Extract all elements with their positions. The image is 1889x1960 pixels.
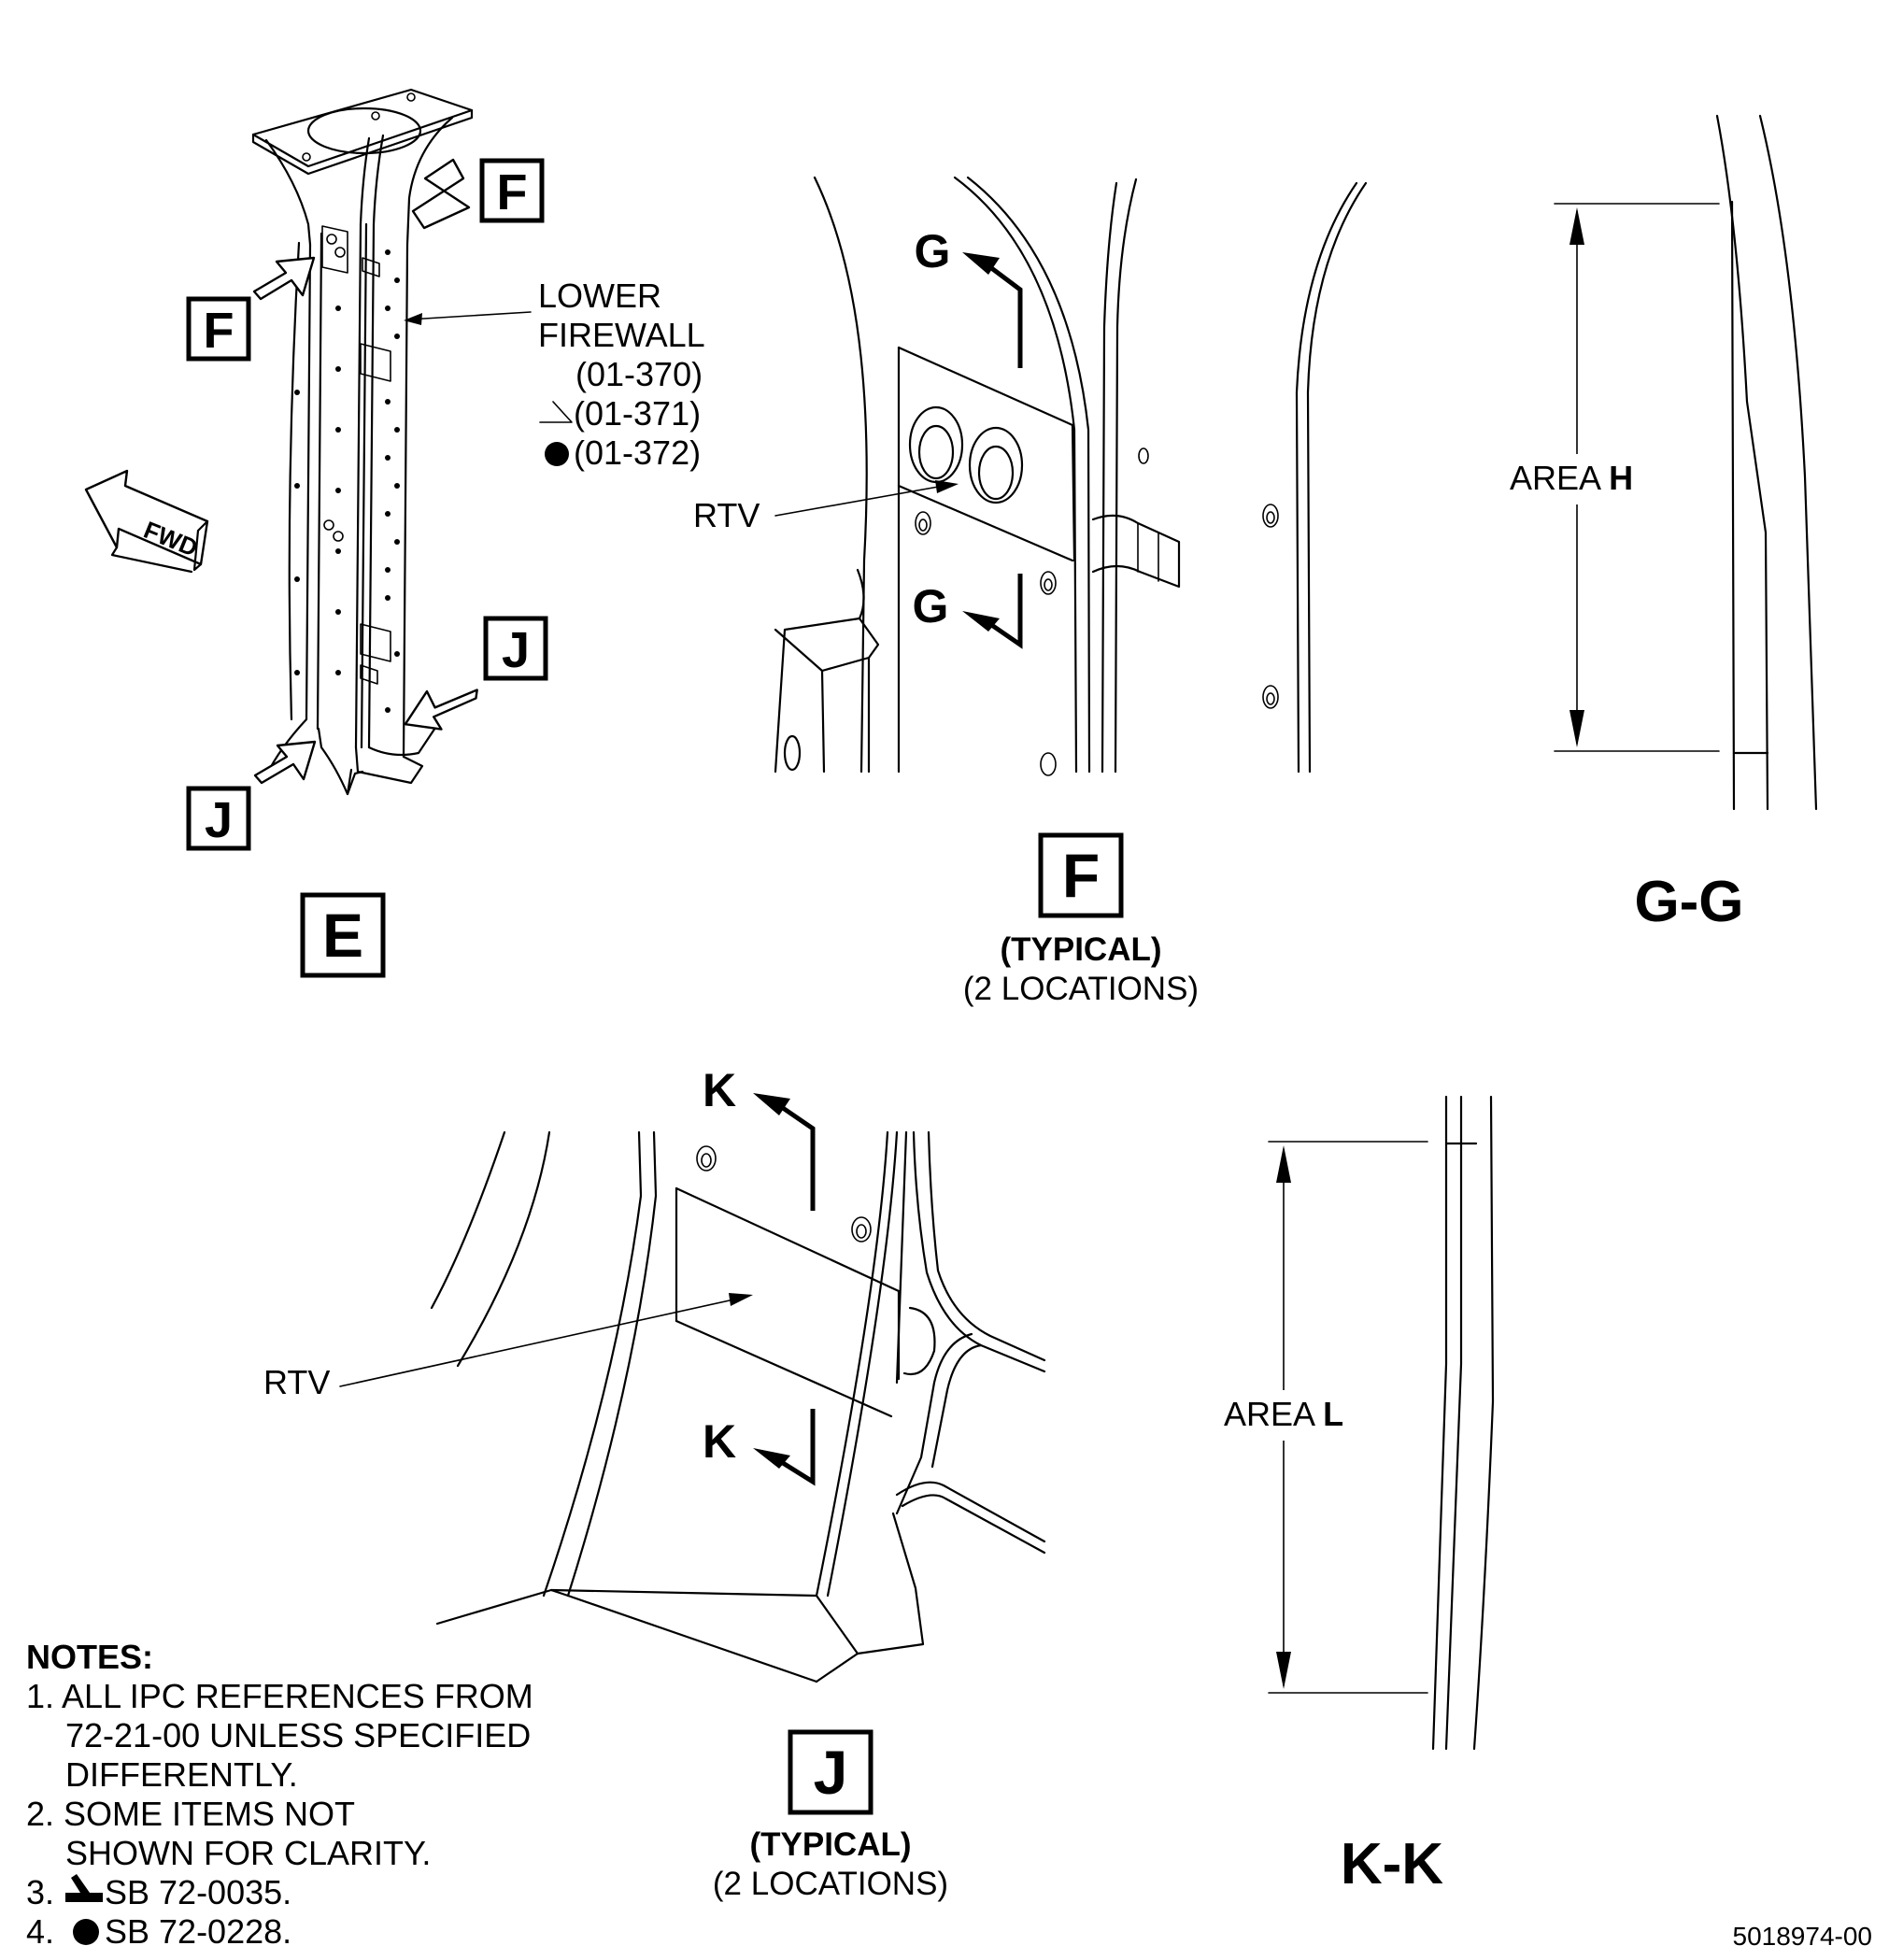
note-3-flag-icon: [65, 1874, 103, 1902]
section-cut-g-bottom: G: [913, 580, 949, 632]
callout-box-j-left: [186, 786, 251, 851]
view-label-box-f: [1038, 832, 1124, 918]
ipc-ref-01-371: (01-371): [574, 394, 701, 433]
callout-arrow-j-left: [253, 740, 317, 785]
svg-text:J: J: [205, 792, 233, 848]
view-label-e: E: [322, 901, 363, 970]
view-f-typical: (TYPICAL): [1000, 931, 1161, 968]
ipc-ref-01-370: (01-370): [575, 355, 703, 393]
area-h-label: AREA H: [1510, 459, 1633, 497]
section-gg-group: AREA H G-G: [1495, 114, 1818, 934]
callout-arrow-f-right: [411, 158, 471, 230]
section-cut-k-bottom: K: [703, 1415, 736, 1468]
view-f-group: G G RTV F (TYPICAL) (2 LOCATIONS): [693, 176, 1368, 1007]
view-j-group: K K RTV J (TYPICAL) (2 LOCATIONS): [263, 1064, 1046, 1902]
view-j-typical: (TYPICAL): [749, 1826, 911, 1863]
view-label-box-e: [300, 892, 386, 978]
callout-arrow-j-right: [404, 689, 478, 731]
section-gg-title: G-G: [1634, 870, 1743, 934]
section-kk-group: AREA L K-K: [1216, 1095, 1495, 1896]
fwd-arrow: [84, 469, 209, 574]
note-1-line3: DIFFERENTLY.: [65, 1755, 298, 1794]
view-f-locations: (2 LOCATIONS): [963, 971, 1199, 1007]
note-3-text: SB 72-0035.: [105, 1873, 291, 1911]
view-f-structure: [774, 176, 1368, 776]
rtv-label-j: RTV: [263, 1363, 330, 1401]
note-4-dot-icon: [545, 442, 569, 466]
notes-heading: NOTES:: [26, 1638, 153, 1676]
view-j-structure: [339, 1093, 1046, 1683]
view-label-box-j: [788, 1729, 873, 1815]
view-label-f: F: [1062, 841, 1100, 910]
view-label-j: J: [814, 1738, 848, 1807]
firewall-structure: [251, 88, 532, 796]
section-kk-structure: [1216, 1095, 1495, 1751]
note-3-flag-icon: [539, 401, 573, 423]
svg-text:F: F: [204, 303, 234, 359]
svg-text:J: J: [502, 622, 530, 678]
note-4-text: SB 72-0228.: [105, 1912, 291, 1951]
fastener-dots: [294, 249, 400, 713]
callout-box-f-top: [479, 158, 545, 223]
ipc-ref-01-372: (01-372): [574, 433, 701, 472]
view-j-locations: (2 LOCATIONS): [713, 1866, 948, 1902]
callout-box-j-right: [483, 616, 548, 681]
area-l-label: AREA L: [1224, 1395, 1343, 1433]
note-2-line1: 2. SOME ITEMS NOT: [26, 1795, 355, 1833]
note-2-line2: SHOWN FOR CLARITY.: [65, 1834, 431, 1872]
svg-text:F: F: [497, 164, 528, 220]
callout-arrow-f-left: [252, 256, 316, 301]
callout-box-f-left: [186, 296, 251, 362]
section-cut-k-top: K: [703, 1064, 736, 1116]
note-4-number: 4.: [26, 1912, 54, 1951]
section-cut-g-top: G: [915, 225, 951, 277]
note-1-line2: 72-21-00 UNLESS SPECIFIED: [65, 1716, 531, 1754]
document-number: 5018974-00: [1733, 1922, 1872, 1951]
notes-block: NOTES: 1. ALL IPC REFERENCES FROM 72-21-…: [26, 1638, 533, 1951]
rtv-label-f: RTV: [693, 496, 760, 534]
section-kk-title: K-K: [1341, 1832, 1443, 1896]
note-4-dot-icon: [73, 1919, 99, 1945]
section-gg-structure: [1495, 114, 1818, 811]
note-3-number: 3.: [26, 1873, 54, 1911]
lower-firewall-label-line2: FIREWALL: [538, 316, 705, 354]
view-e-group: FWD F F J J E LOWER FIREWALL (01-370) (0…: [84, 88, 705, 978]
note-1-line1: 1. ALL IPC REFERENCES FROM: [26, 1677, 533, 1715]
lower-firewall-label-line1: LOWER: [538, 277, 661, 315]
